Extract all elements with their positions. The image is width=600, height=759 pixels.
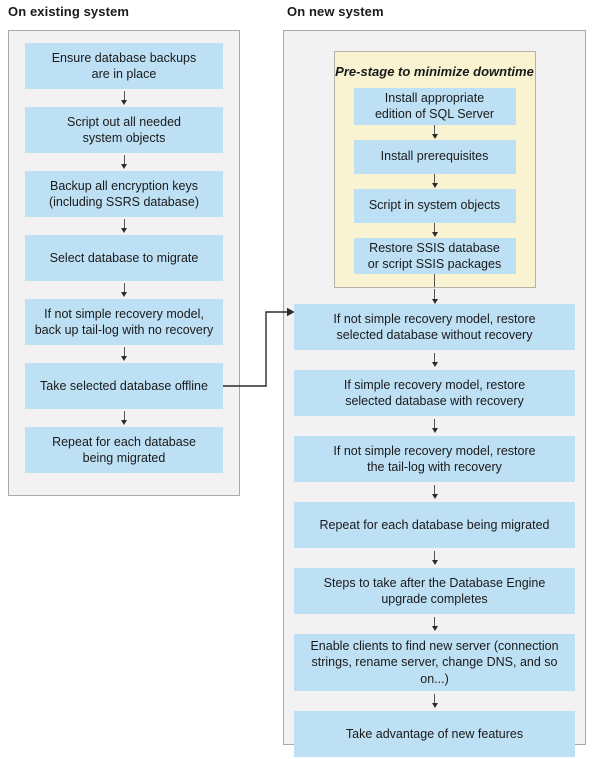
- down-arrow-icon: [431, 548, 438, 568]
- down-arrow-icon: [431, 174, 438, 189]
- step-ensure-database-backups: Ensure database backups are in place: [25, 43, 223, 89]
- column-title-new-system: On new system: [287, 4, 384, 19]
- prestage-group: Pre-stage to minimize downtime Install a…: [333, 51, 536, 288]
- down-arrow-icon: [431, 125, 438, 140]
- step-restore-ssis-database: Restore SSIS database or script SSIS pac…: [353, 237, 516, 274]
- down-arrow-icon: [121, 409, 127, 427]
- down-arrow-icon: [121, 281, 127, 299]
- down-arrow-icon: [121, 345, 127, 363]
- prestage-title: Pre-stage to minimize downtime: [335, 63, 534, 79]
- down-arrow-icon: [431, 350, 438, 370]
- new-system-panel: Pre-stage to minimize downtime Install a…: [283, 30, 586, 757]
- step-install-prerequisites: Install prerequisites: [353, 139, 516, 174]
- step-script-in-system-objects: Script in system objects: [353, 188, 516, 223]
- existing-system-panel: Ensure database backups are in place Scr…: [8, 30, 240, 496]
- step-repeat-each-database-existing: Repeat for each database being migrated: [25, 427, 223, 473]
- step-select-database-to-migrate: Select database to migrate: [25, 235, 223, 281]
- step-take-advantage-new-features: Take advantage of new features: [294, 710, 575, 757]
- step-restore-with-recovery: If simple recovery model, restore select…: [294, 370, 575, 416]
- column-title-existing-system: On existing system: [8, 4, 130, 19]
- down-arrow-icon: [431, 223, 438, 238]
- down-arrow-icon: [121, 89, 127, 107]
- down-arrow-icon: [121, 153, 127, 171]
- down-arrow-icon: [431, 614, 438, 634]
- step-post-upgrade-steps: Steps to take after the Database Engine …: [294, 568, 575, 614]
- down-arrow-icon: [121, 217, 127, 235]
- existing-system-flow: Ensure database backups are in place Scr…: [9, 31, 239, 473]
- down-arrow-icon: [431, 288, 438, 304]
- down-arrow-icon: [431, 691, 438, 711]
- step-take-database-offline: Take selected database offline: [25, 363, 223, 409]
- step-backup-tail-log-no-recovery: If not simple recovery model, back up ta…: [25, 299, 223, 345]
- arrow-stem-segment: [434, 274, 435, 287]
- step-restore-tail-log-with-recovery: If not simple recovery model, restore th…: [294, 436, 575, 482]
- step-restore-without-recovery: If not simple recovery model, restore se…: [294, 304, 575, 350]
- step-install-sql-server-edition: Install appropriate edition of SQL Serve…: [353, 88, 516, 125]
- new-system-flow: Pre-stage to minimize downtime Install a…: [284, 31, 585, 757]
- step-repeat-each-database-new: Repeat for each database being migrated: [294, 502, 575, 548]
- down-arrow-icon: [431, 482, 438, 502]
- step-script-out-system-objects: Script out all needed system objects: [25, 107, 223, 153]
- down-arrow-icon: [431, 416, 438, 436]
- step-enable-clients-find-server: Enable clients to find new server (conne…: [294, 634, 575, 691]
- step-backup-encryption-keys: Backup all encryption keys (including SS…: [25, 171, 223, 217]
